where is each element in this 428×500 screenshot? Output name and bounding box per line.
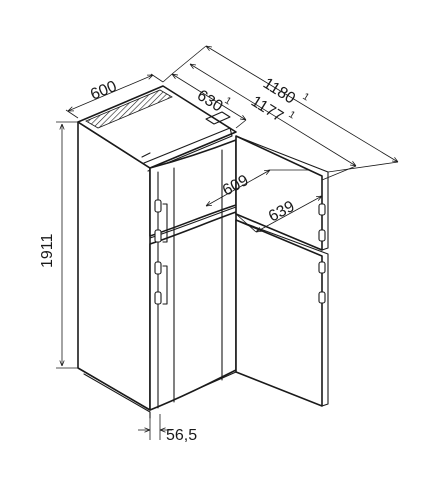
- front-doors: [149, 139, 237, 411]
- dim-total-2-line: [190, 64, 356, 166]
- dim-depth-ext-back: [162, 73, 173, 83]
- control-button-icon: [141, 152, 151, 158]
- dim-total-note: 1: [300, 91, 311, 104]
- open-fridge-handle-icon: [318, 261, 326, 304]
- dim-hinge-label: 56,5: [166, 427, 197, 444]
- dim-total-ext-back: [171, 45, 207, 75]
- dim-height-label: 1911: [39, 233, 56, 268]
- fridge-handle-icon: [154, 261, 168, 305]
- open-door: [235, 135, 329, 407]
- dim-hinge: 56,5: [138, 414, 197, 444]
- dim-609-line: [206, 170, 270, 206]
- dim-639-ext: [235, 213, 257, 233]
- dim-total-ext-front: [327, 161, 399, 173]
- dim-depth-ext-front: [235, 119, 247, 129]
- dim-width-ext-left: [65, 109, 79, 119]
- dim-depth-note: 1: [222, 95, 233, 108]
- dim-639-line: [256, 196, 322, 232]
- freezer-handle-icon: [154, 199, 168, 243]
- dim-width-line: [68, 75, 153, 111]
- dim-total-2-note: 1: [286, 109, 297, 122]
- dim-height: 1911: [39, 121, 78, 369]
- dim-width-label: 600: [88, 78, 119, 104]
- cabinet-plinth: [83, 373, 151, 419]
- cabinet-left-side: [77, 121, 151, 411]
- dim-total-2-ext: [321, 165, 357, 181]
- open-fridge-door: [235, 219, 323, 407]
- open-fridge-door-edge: [235, 219, 329, 407]
